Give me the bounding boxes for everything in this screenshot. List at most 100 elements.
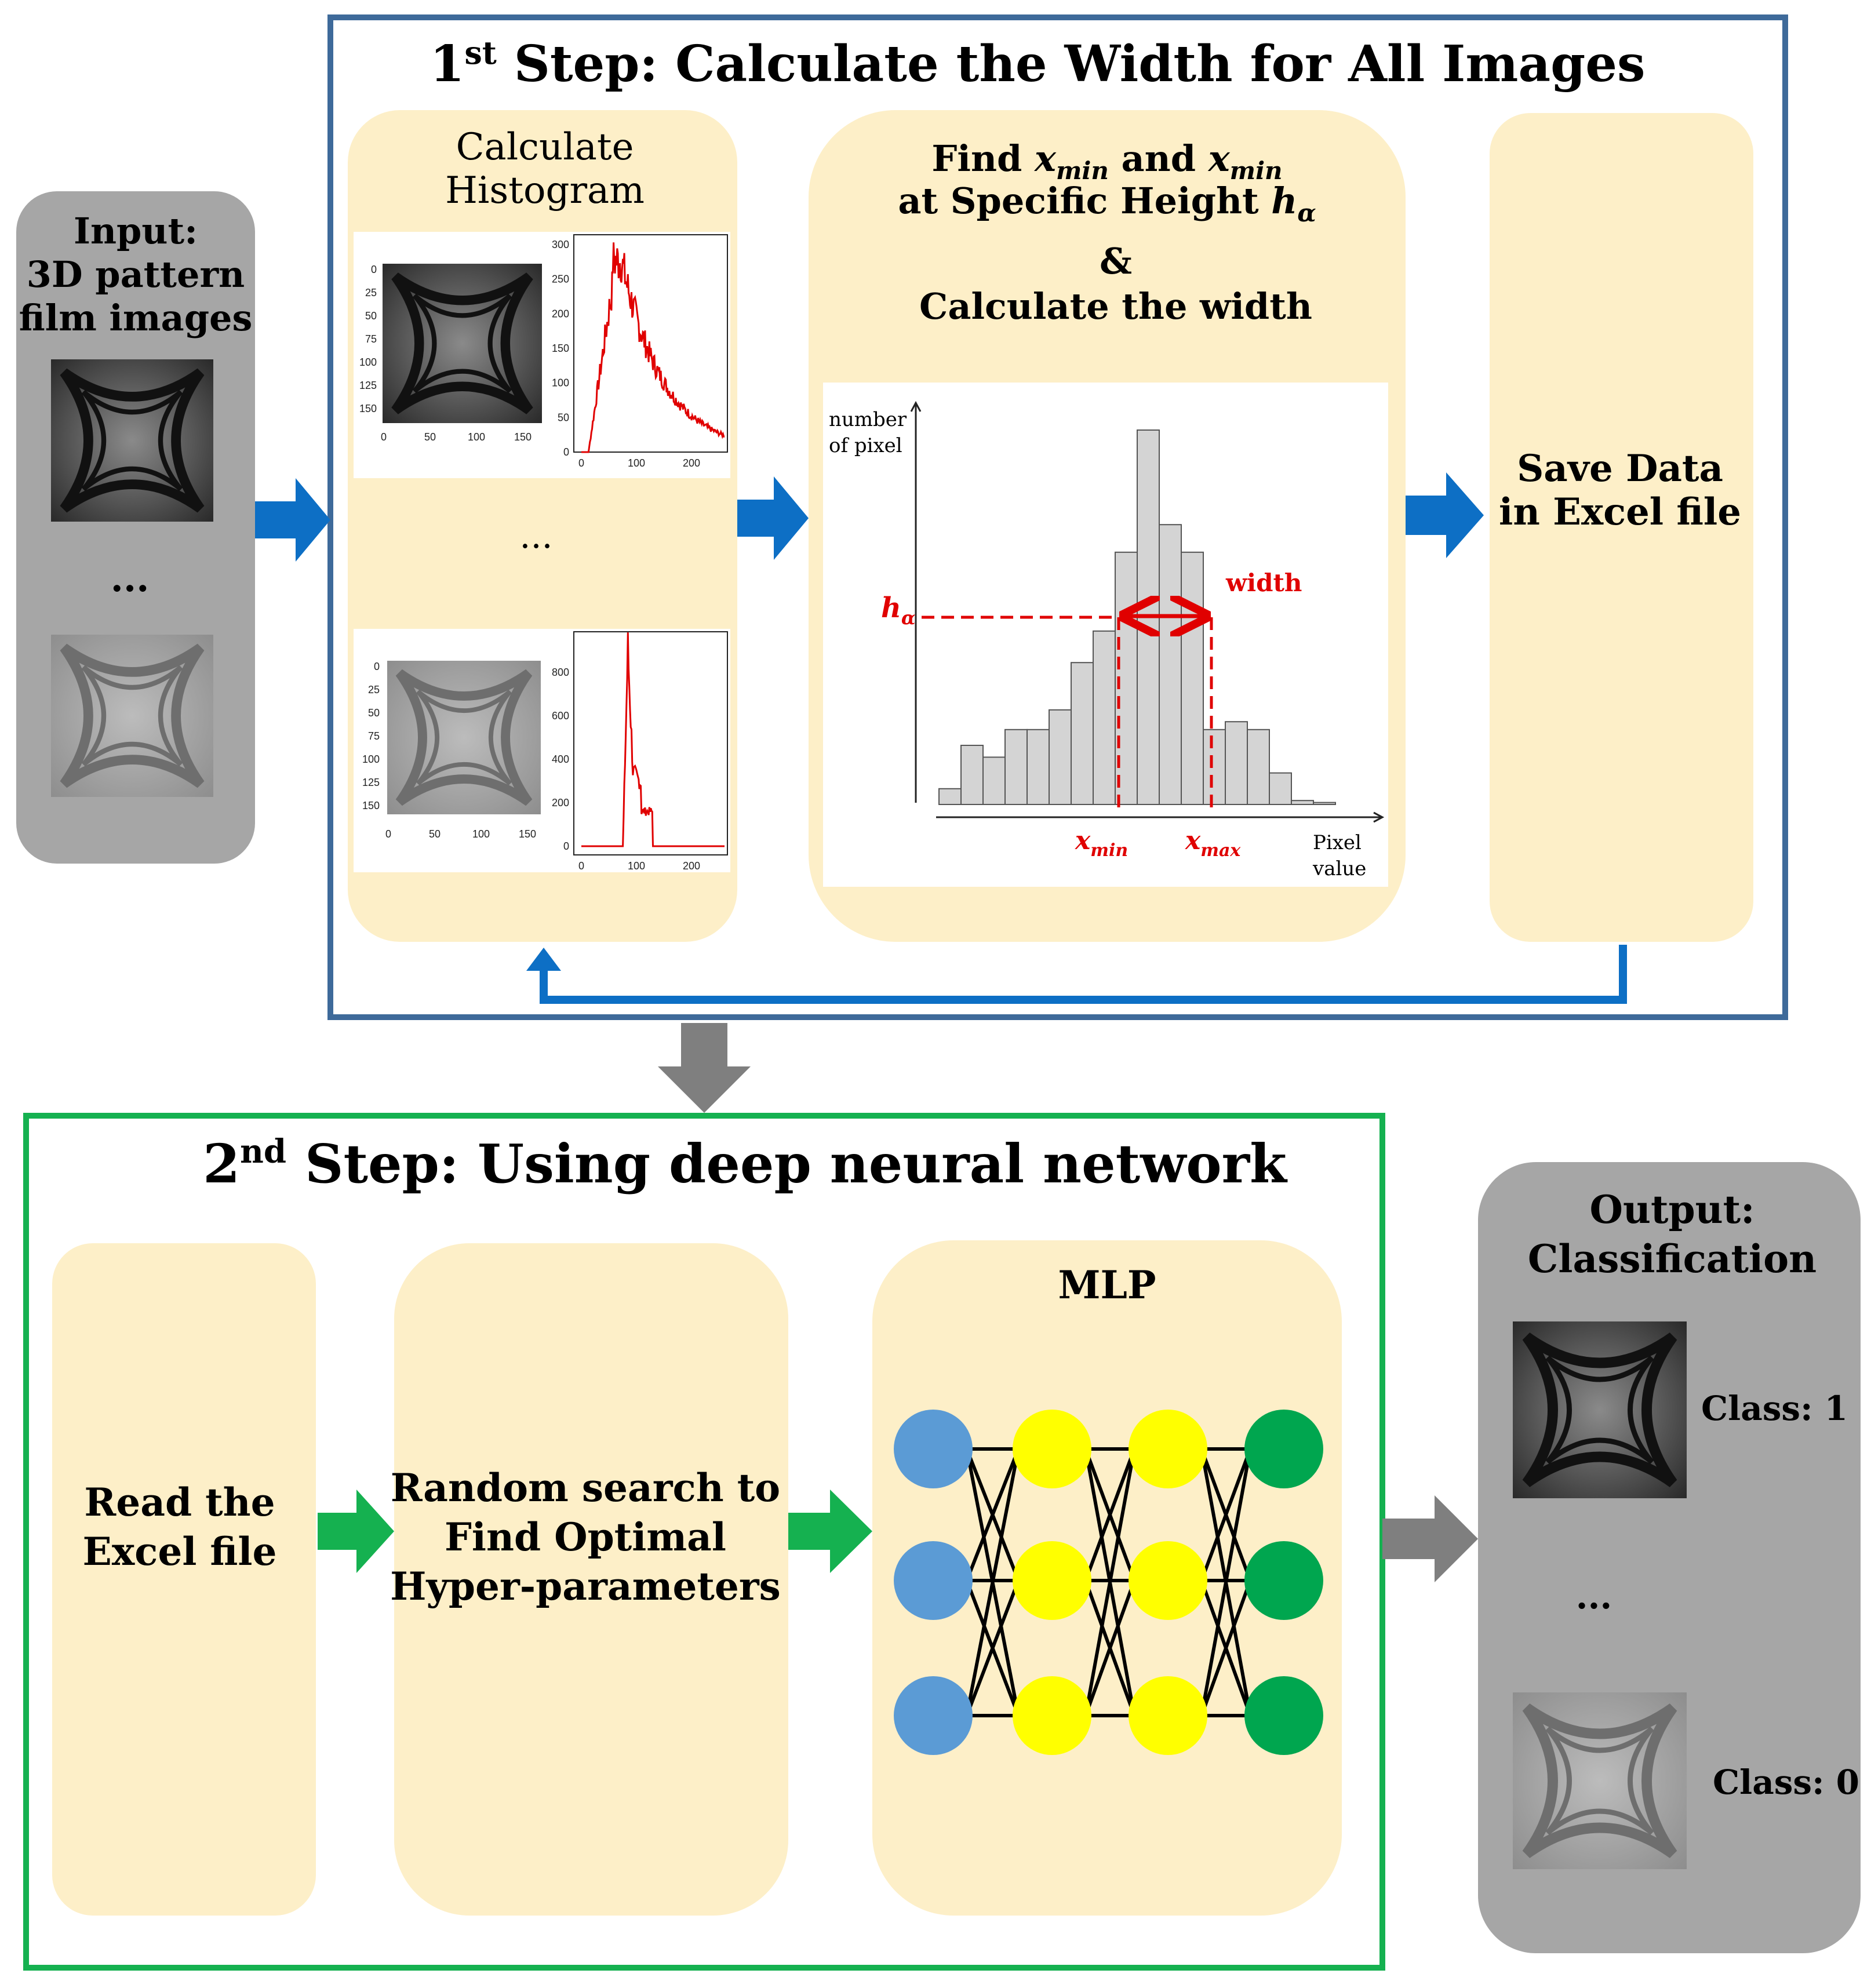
save-label-line1: Save Data — [1517, 447, 1723, 490]
tick-label: 50 — [365, 310, 377, 322]
width-label-line1: Find xmin and xmin — [931, 137, 1282, 185]
tick-label: 100 — [359, 356, 377, 368]
read-label-line1: Read the — [84, 1480, 275, 1525]
tick-label: 100 — [362, 753, 380, 765]
mlp-connection — [1200, 1579, 1252, 1717]
width-chart-bar — [1159, 524, 1182, 805]
arrow-input-to-histogram — [255, 478, 330, 562]
mlp-input-node — [894, 1410, 973, 1488]
output-label-line1: Output: — [1590, 1187, 1755, 1232]
tick-label: 0 — [381, 431, 387, 443]
tick-label: 200 — [552, 308, 569, 319]
tick-label: 50 — [429, 828, 441, 840]
tick-label: 125 — [362, 777, 380, 788]
tick-label: 75 — [368, 730, 380, 742]
random-search-panel — [394, 1243, 788, 1916]
tick-label: 0 — [578, 860, 584, 872]
mlp-hidden-node — [1129, 1676, 1207, 1755]
input-film-image-dark — [51, 359, 213, 522]
tick-label: 100 — [628, 860, 645, 872]
tick-label: 75 — [365, 333, 377, 345]
arrow-width-to-save — [1406, 472, 1484, 558]
arrow-mlp-to-output — [1382, 1495, 1478, 1582]
plot2-image-xticks: 0 50 100 150 — [385, 828, 536, 840]
width-chart-bar — [1071, 662, 1094, 805]
arrow-step1-to-step2 — [658, 1023, 751, 1113]
mlp-hidden-node — [1129, 1541, 1207, 1620]
xmax-label: xmax — [1185, 826, 1241, 861]
width-chart-bar — [1269, 772, 1292, 805]
tick-label: 100 — [472, 828, 490, 840]
histogram-dots: ... — [519, 516, 552, 556]
width-chart-ylabel-line2: of pixel — [829, 434, 902, 457]
random-label-line3: Hyper-parameters — [390, 1564, 781, 1609]
step1-title: 1st Step: Calculate the Width for All Im… — [430, 34, 1646, 93]
tick-label: 150 — [359, 403, 377, 414]
output-class1-label: Class: 1 — [1701, 1389, 1848, 1428]
output-dots: ... — [1576, 1576, 1612, 1617]
tick-label: 150 — [552, 343, 569, 354]
tick-label: 25 — [365, 287, 377, 298]
mlp-output-node — [1244, 1541, 1323, 1620]
output-film-image-class0 — [1513, 1692, 1687, 1869]
tick-label: 100 — [628, 457, 645, 469]
random-label-line1: Random search to — [391, 1465, 780, 1510]
mlp-hidden-node — [1013, 1410, 1091, 1488]
mlp-input-node — [894, 1676, 973, 1755]
width-chart-bar — [1049, 709, 1072, 806]
tick-label: 50 — [558, 412, 569, 423]
tick-label: 0 — [371, 264, 377, 275]
width-chart-bar — [960, 745, 984, 805]
width-chart-bar — [1225, 721, 1248, 805]
save-panel — [1490, 113, 1753, 942]
tick-label: 0 — [578, 457, 584, 469]
output-class0-label: Class: 0 — [1713, 1763, 1859, 1802]
tick-label: 250 — [552, 274, 569, 285]
mlp-input-node — [894, 1541, 973, 1620]
input-dots: ... — [111, 557, 150, 600]
save-label-line2: in Excel file — [1499, 490, 1741, 534]
width-chart-xlabel-line1: Pixel — [1313, 831, 1362, 854]
arrow-random-to-mlp — [788, 1490, 872, 1573]
width-chart: number of pixel Pixel value width hα xmi… — [823, 383, 1388, 887]
arrow-read-to-random — [318, 1490, 394, 1573]
tick-label: 150 — [519, 828, 536, 840]
random-label-line2: Find Optimal — [445, 1514, 726, 1560]
width-chart-bar — [982, 756, 1006, 806]
tick-label: 125 — [359, 380, 377, 391]
tick-label: 800 — [552, 667, 569, 678]
tick-label: 200 — [552, 797, 569, 809]
width-chart-bar — [1181, 551, 1204, 805]
width-chart-bar — [1291, 800, 1314, 805]
mlp-output-node — [1244, 1676, 1323, 1755]
mlp-panel — [872, 1240, 1342, 1916]
tick-label: 100 — [468, 431, 485, 443]
h-alpha-label: hα — [881, 592, 916, 629]
width-chart-ylabel-line1: number — [829, 408, 907, 431]
input-label-line2: 3D pattern — [27, 253, 245, 296]
mlp-connection — [1084, 1448, 1136, 1716]
tick-label: 400 — [552, 753, 569, 765]
width-chart-bar — [1026, 729, 1050, 806]
input-film-image-light — [51, 635, 213, 797]
width-label: width — [1225, 569, 1302, 597]
plot1-hist-curve — [581, 242, 725, 453]
plot2-hist-curve — [581, 632, 725, 847]
loop-back-arrowhead — [526, 948, 561, 971]
tick-label: 300 — [552, 239, 569, 250]
width-chart-bar — [938, 788, 962, 806]
mlp-connection — [1200, 1448, 1252, 1582]
mlp-connection — [1084, 1448, 1136, 1582]
tick-label: 0 — [385, 828, 391, 840]
tick-label: 25 — [368, 684, 380, 696]
width-label-line4: Calculate the width — [919, 285, 1312, 327]
tick-label: 150 — [362, 800, 380, 811]
xmin-label: xmin — [1075, 826, 1128, 861]
mlp-connection — [965, 1579, 1020, 1717]
mlp-connection — [1084, 1579, 1136, 1717]
